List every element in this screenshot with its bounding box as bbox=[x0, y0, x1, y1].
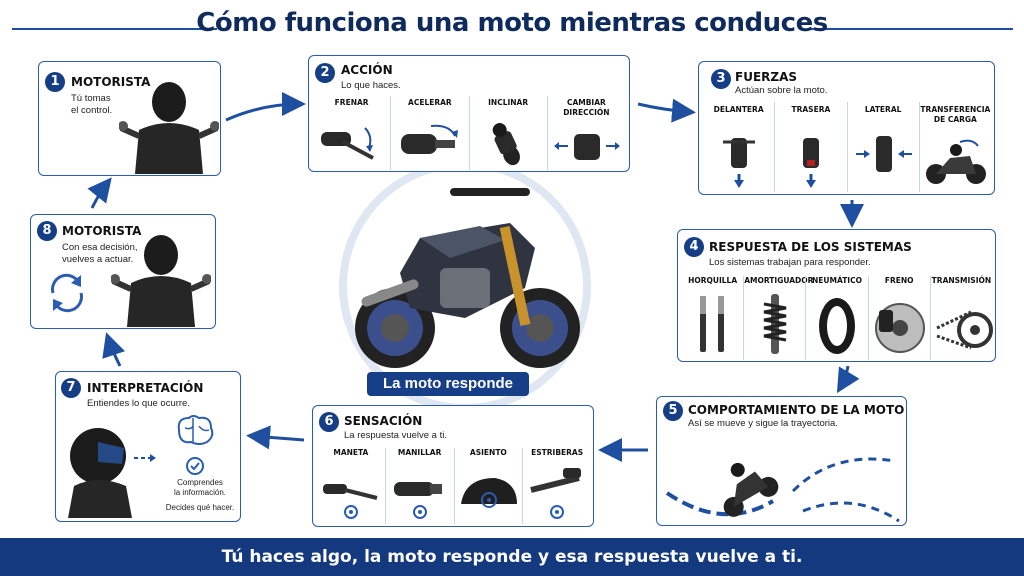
brake-lever-icon bbox=[321, 127, 374, 160]
footer-banner: Tú haces algo, la moto responde y esa re… bbox=[0, 538, 1024, 576]
chain-sprocket-icon bbox=[936, 310, 993, 350]
footpeg-feedback-icon bbox=[530, 468, 582, 519]
cycle-icon bbox=[51, 273, 83, 313]
step-1-box: 1 MOTORISTA Tú tomas el control. bbox=[38, 61, 221, 176]
step-6-box: 6 SENSACIÓN La respuesta vuelve a ti. MA… bbox=[312, 405, 594, 527]
action-item-acelerar: ACELERAR bbox=[390, 96, 468, 170]
sensation-item-manillar: MANILLAR bbox=[384, 448, 454, 524]
force-item-lateral: LATERAL bbox=[846, 102, 919, 192]
brain-icon bbox=[177, 415, 214, 445]
shock-absorber-icon bbox=[763, 294, 787, 354]
motorcycle-icon bbox=[355, 188, 580, 368]
trajectory-illustration bbox=[665, 457, 900, 523]
step-5-badge: 5 bbox=[663, 401, 683, 421]
step-7-understand: Comprendes la información. bbox=[173, 478, 227, 497]
step-3-badge: 3 bbox=[711, 69, 731, 89]
force-item-delantera: DELANTERA bbox=[703, 102, 774, 192]
step-3-box: 3 FUERZAS Actúan sobre la moto. DELANTER… bbox=[698, 61, 995, 195]
step-6-text: La respuesta vuelve a ti. bbox=[344, 430, 447, 441]
system-item-transmision: TRANSMISIÓN bbox=[929, 276, 993, 360]
rider-back-icon-2 bbox=[111, 235, 211, 327]
lever-feedback-icon bbox=[323, 484, 378, 519]
system-item-freno: FRENO bbox=[867, 276, 930, 360]
step-5-box: 5 COMPORTAMIENTO DE LA MOTO Así se mueve… bbox=[656, 396, 907, 526]
leaning-rider-icon bbox=[492, 123, 520, 166]
action-items: FRENAR ACELERAR INCLINAR bbox=[313, 96, 625, 170]
title-rule-right bbox=[808, 28, 1013, 30]
step-7-decide: Decides qué hacer. bbox=[165, 503, 235, 512]
fork-icon bbox=[700, 296, 724, 352]
load-transfer-bike-icon bbox=[925, 139, 986, 184]
step-8-badge: 8 bbox=[37, 221, 57, 241]
step-2-text: Lo que haces. bbox=[341, 80, 401, 91]
arrow-4-to-5 bbox=[836, 365, 860, 394]
lateral-bike-icon bbox=[855, 136, 912, 172]
system-item-neumatico: NEUMÁTICO bbox=[805, 276, 867, 360]
action-item-inclinar: INCLINAR bbox=[468, 96, 547, 170]
throttle-icon bbox=[401, 124, 459, 154]
step-7-box: 7 INTERPRETACIÓN Entiendes lo que ocurre… bbox=[55, 371, 241, 522]
step-2-title: ACCIÓN bbox=[341, 63, 393, 77]
seat-feedback-icon bbox=[460, 478, 517, 508]
footer-text: Tú haces algo, la moto responde y esa re… bbox=[221, 547, 803, 567]
title-area: Cómo funciona una moto mientras conduces bbox=[0, 6, 1024, 46]
arrow-2-to-3 bbox=[637, 98, 696, 123]
step-4-box: 4 RESPUESTA DE LOS SISTEMAS Los sistemas… bbox=[677, 229, 996, 362]
sensation-item-estriberas: ESTRIBERAS bbox=[522, 448, 591, 524]
center-label: La moto responde bbox=[367, 372, 529, 396]
system-item-amortiguador: AMORTIGUADOR bbox=[743, 276, 813, 360]
step-3-title: FUERZAS bbox=[735, 70, 798, 84]
front-bike-icon bbox=[723, 138, 755, 188]
step-4-badge: 4 bbox=[684, 237, 704, 257]
check-icon bbox=[186, 457, 204, 475]
helmet-profile-icon bbox=[68, 428, 156, 518]
step-6-title: SENSACIÓN bbox=[344, 414, 423, 428]
step-7-text: Entiendes lo que ocurre. bbox=[87, 398, 190, 409]
center-motorcycle-illustration bbox=[339, 168, 591, 408]
sensation-item-asiento: ASIENTO bbox=[453, 448, 523, 524]
action-item-frenar: FRENAR bbox=[313, 96, 390, 170]
sensation-item-maneta: MANETA bbox=[317, 448, 385, 524]
arrow-8-to-1 bbox=[87, 177, 112, 209]
step-6-badge: 6 bbox=[319, 412, 339, 432]
forces-items: DELANTERA TRASERA LATERAL bbox=[703, 102, 991, 192]
step-4-title: RESPUESTA DE LOS SISTEMAS bbox=[709, 240, 912, 254]
brake-disc-icon bbox=[874, 303, 925, 353]
rear-bike-icon bbox=[803, 138, 820, 188]
sensation-items: MANETA MANILLAR ASIENTO bbox=[317, 448, 591, 524]
force-item-trasera: TRASERA bbox=[774, 102, 846, 192]
systems-items: HORQUILLA AMORTIGUADOR NEUMÁTICO FRENO bbox=[682, 276, 993, 360]
arrow-1-to-2 bbox=[225, 92, 306, 122]
force-item-transferencia-de-carga: TRANSFERENCIA DE CARGA bbox=[918, 102, 991, 192]
step-3-text: Actúan sobre la moto. bbox=[735, 85, 828, 96]
step-5-title: COMPORTAMIENTO DE LA MOTO bbox=[688, 403, 905, 417]
step-5-text: Así se mueve y sigue la trayectoria. bbox=[688, 418, 838, 429]
step-4-text: Los sistemas trabajan para responder. bbox=[709, 257, 871, 268]
arrow-7-to-8 bbox=[102, 332, 126, 367]
cornering-bike-icon bbox=[723, 462, 779, 517]
step-1-badge: 1 bbox=[45, 72, 65, 92]
system-item-horquilla: HORQUILLA bbox=[682, 276, 743, 360]
step-8-box: 8 MOTORISTA Con esa decisión, vuelves a … bbox=[30, 214, 216, 329]
handlebar-feedback-icon bbox=[393, 482, 442, 519]
step-7-title: INTERPRETACIÓN bbox=[87, 381, 204, 395]
rider-back-icon bbox=[119, 82, 219, 174]
step-7-badge: 7 bbox=[61, 378, 81, 398]
step-8-title: MOTORISTA bbox=[62, 224, 142, 238]
step-1-text: Tú tomas el control. bbox=[71, 93, 113, 116]
title-rule-left bbox=[12, 28, 217, 30]
action-item-cambiar-direccion: CAMBIAR DIRECCIÓN bbox=[546, 96, 625, 170]
step-8-text: Con esa decisión, vuelves a actuar. bbox=[62, 242, 138, 265]
step-2-badge: 2 bbox=[315, 63, 335, 83]
page-title: Cómo funciona una moto mientras conduces bbox=[196, 8, 828, 38]
tire-icon bbox=[819, 298, 856, 354]
step-1-title: MOTORISTA bbox=[71, 75, 151, 89]
step-2-box: 2 ACCIÓN Lo que haces. FRENAR ACELERAR I… bbox=[308, 55, 630, 172]
arrow-6-to-7 bbox=[246, 425, 305, 450]
steering-icon bbox=[553, 134, 620, 160]
